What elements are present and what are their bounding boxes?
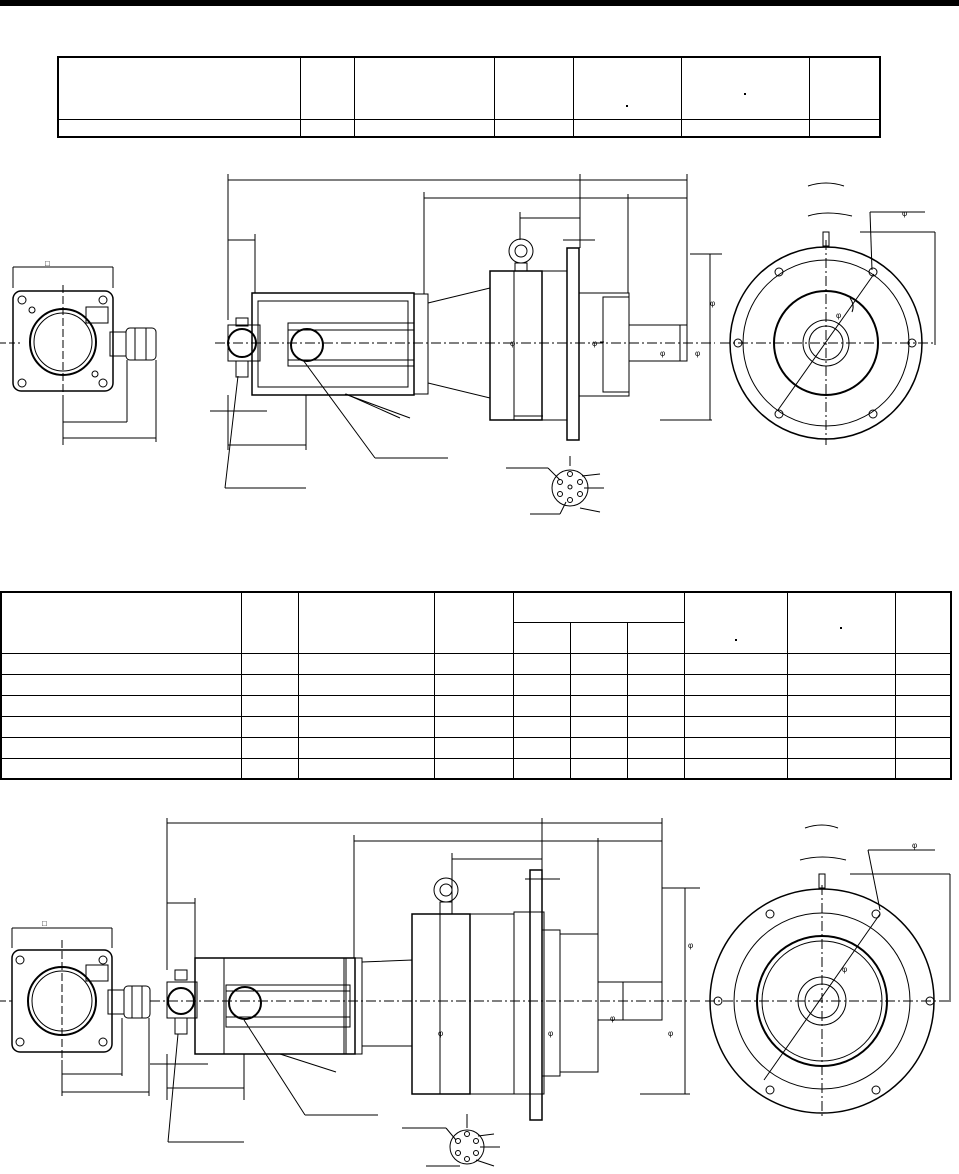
phi-symbol: φ	[688, 941, 693, 950]
table-header-cell	[57, 56, 301, 120]
phi-symbol: φ	[902, 209, 907, 218]
table-header-row	[1, 621, 951, 654]
spec-table-2	[0, 591, 953, 780]
end-view-left	[0, 927, 151, 1096]
end-view-left	[0, 266, 157, 445]
end-view-right	[705, 824, 951, 1118]
phi-symbol: φ	[510, 339, 515, 348]
side-view	[150, 818, 700, 1167]
end-view-right	[720, 182, 936, 445]
phi-symbol: φ	[842, 965, 847, 974]
table-header-cell	[493, 56, 574, 120]
motor-drawing-1: □ φ φ φ φ φ φ φ	[0, 174, 936, 515]
table-header-cell	[680, 56, 810, 120]
phi-symbol: φ	[592, 339, 597, 348]
phi-symbol: φ	[668, 1029, 673, 1038]
table-header-cell	[572, 56, 682, 120]
table-header-row	[0, 591, 952, 654]
table-row	[57, 118, 881, 138]
phi-symbol: φ	[660, 349, 665, 358]
table-row	[0, 694, 952, 717]
page-top-rule	[0, 0, 959, 6]
phi-symbol: φ	[695, 349, 700, 358]
table-row	[0, 673, 952, 696]
table-row	[0, 736, 952, 759]
phi-symbol: φ	[836, 311, 841, 320]
table-row	[0, 715, 952, 738]
side-view	[210, 174, 722, 515]
table-header-cell	[299, 56, 355, 120]
table-header-row	[57, 56, 881, 120]
table-row	[0, 652, 952, 675]
phi-symbol: φ	[548, 1029, 553, 1038]
motor-drawing-2: □ φ φ φ φ φ φ φ	[0, 818, 951, 1167]
square-symbol: □	[45, 259, 50, 268]
table-row	[0, 757, 952, 780]
spec-table-1	[57, 56, 881, 138]
table-header-cell	[808, 56, 881, 120]
square-symbol: □	[42, 919, 47, 928]
phi-symbol: φ	[438, 1029, 443, 1038]
table-header-cell	[353, 56, 495, 120]
phi-symbol: φ	[912, 841, 917, 850]
phi-symbol: φ	[710, 299, 715, 308]
phi-symbol: φ	[610, 1014, 615, 1023]
